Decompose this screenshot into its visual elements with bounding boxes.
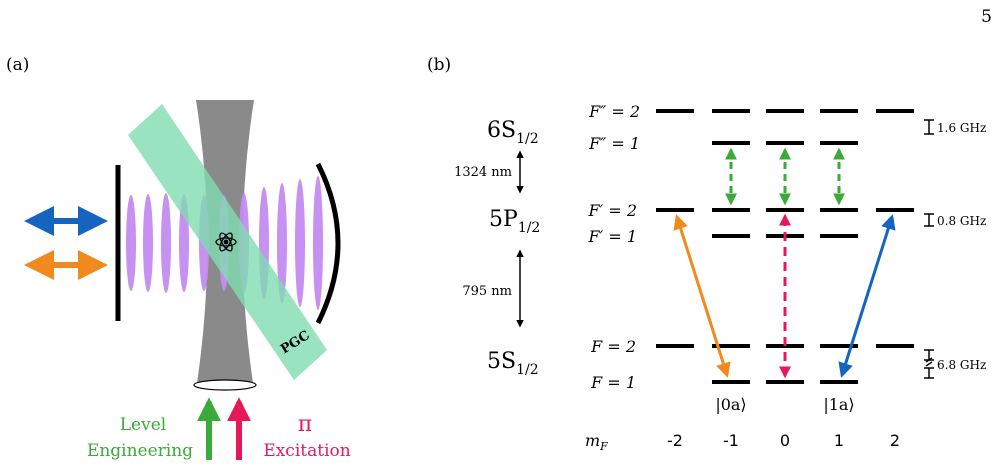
mF-value: -1 bbox=[723, 431, 739, 450]
cavity-antinode bbox=[126, 195, 136, 291]
level-engineering-label-2: Engineering bbox=[87, 441, 193, 461]
tweezer-lens bbox=[193, 379, 257, 391]
cavity-antinode bbox=[143, 194, 153, 292]
level-label-F1: F = 1 bbox=[590, 373, 636, 392]
splitting-marker-5s bbox=[924, 349, 934, 379]
splitting-6s: 1.6 GHz bbox=[937, 121, 986, 135]
mF-value: 0 bbox=[780, 431, 790, 450]
level-label-F2pp: F″ = 2 bbox=[588, 102, 640, 121]
curved-mirror bbox=[315, 162, 341, 325]
splitting-5s: 6.8 GHz bbox=[937, 358, 986, 372]
level-label-F1pp: F″ = 1 bbox=[588, 134, 640, 153]
qubit-state-one: |1a⟩ bbox=[823, 395, 854, 414]
level-engineering-transitions bbox=[725, 147, 845, 206]
wavelength-1324: 1324 nm bbox=[454, 165, 512, 180]
mF-value: -2 bbox=[667, 431, 683, 450]
splitting-marker-5p bbox=[924, 213, 934, 227]
state-5s: 5S1/2 bbox=[487, 349, 539, 378]
level-label-F1p: F′ = 1 bbox=[588, 227, 638, 246]
state-5p: 5P1/2 bbox=[489, 207, 540, 236]
level-label-F2: F = 2 bbox=[590, 337, 636, 356]
state-6s: 6S1/2 bbox=[487, 118, 539, 147]
level-engineering-label-1: Level bbox=[120, 415, 166, 435]
qubit-state-zero: |0a⟩ bbox=[715, 395, 746, 414]
blue-cavity-transition bbox=[838, 214, 896, 378]
page-number: 5 bbox=[981, 7, 992, 27]
panel-b-label: (b) bbox=[427, 55, 451, 75]
cavity-antinode bbox=[161, 193, 171, 293]
splitting-5p: 0.8 GHz bbox=[937, 214, 986, 228]
pi-symbol: π bbox=[298, 412, 312, 437]
cavity-antinode bbox=[313, 176, 323, 310]
cavity-antinode bbox=[277, 183, 287, 303]
mF-value: 1 bbox=[834, 431, 844, 450]
excitation-label: Excitation bbox=[263, 441, 350, 461]
mF-value: 2 bbox=[890, 431, 900, 450]
splitting-marker-6s bbox=[924, 119, 934, 135]
atom-icon bbox=[215, 232, 237, 252]
level-label-F2p: F′ = 2 bbox=[588, 201, 638, 220]
mF-label: mF bbox=[585, 431, 608, 453]
wavelength-795: 795 nm bbox=[462, 284, 512, 299]
orange-cavity-transition bbox=[673, 214, 731, 378]
cavity-antinode bbox=[295, 179, 305, 307]
panel-a-label: (a) bbox=[6, 55, 29, 75]
